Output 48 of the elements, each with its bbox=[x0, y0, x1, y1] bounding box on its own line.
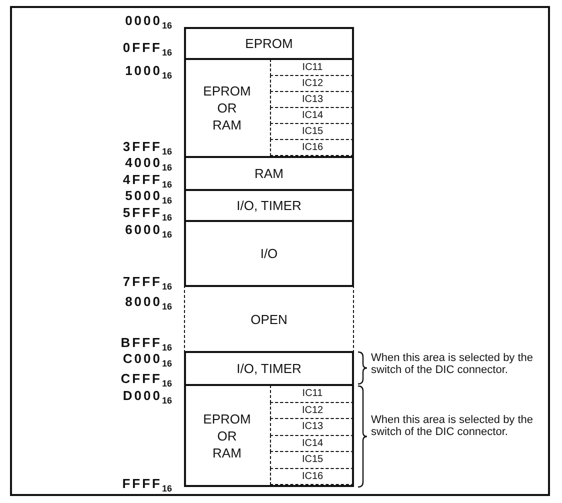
address-label: 5000$_{16}$ bbox=[124, 189, 172, 208]
address-label: 4000$_{16}$ bbox=[124, 156, 172, 175]
address-label: D000$_{16}$ bbox=[122, 389, 172, 408]
address-label: 3FFF$_{16}$ bbox=[122, 140, 172, 158]
chip-label: IC13 bbox=[302, 421, 324, 432]
chip-slot-cell bbox=[270, 468, 354, 485]
address-label: 5FFF$_{16}$ bbox=[122, 206, 172, 224]
region-label: I/O, TIMER bbox=[236, 361, 302, 376]
chip-label: IC12 bbox=[302, 404, 324, 416]
note-text: When this area is selected by the switch of the DIC connector. bbox=[371, 414, 534, 438]
region-label: EPROM OR RAM bbox=[202, 410, 252, 461]
region-label: RAM bbox=[254, 166, 284, 181]
memory-region bbox=[184, 351, 354, 386]
chip-label: IC15 bbox=[302, 126, 324, 137]
memory-region bbox=[184, 220, 354, 287]
address-label: 8000$_{16}$ bbox=[124, 295, 172, 314]
memory-region bbox=[184, 27, 354, 60]
address-label: 4FFF$_{16}$ bbox=[122, 173, 172, 190]
region-label: OPEN bbox=[250, 312, 288, 326]
memory-region bbox=[184, 384, 354, 487]
chip-label: IC11 bbox=[302, 62, 323, 73]
address-label: 7FFF$_{16}$ bbox=[122, 275, 172, 294]
chip-label: IC14 bbox=[302, 110, 324, 121]
chip-label: IC12 bbox=[302, 78, 324, 89]
address-label: 0000$_{16}$ bbox=[124, 14, 172, 33]
chip-slot-cell bbox=[270, 139, 354, 156]
memory-region bbox=[184, 58, 354, 158]
open-area bbox=[184, 285, 354, 353]
address-label: BFFF$_{16}$ bbox=[120, 336, 172, 354]
memory-region bbox=[184, 156, 354, 191]
chip-label: IC11 bbox=[302, 388, 323, 400]
note-text: When this area is selected by the switch of the DIC connector. bbox=[371, 352, 534, 376]
region-label: EPROM OR RAM bbox=[202, 82, 252, 134]
region-label: EPROM bbox=[245, 36, 293, 51]
region-label: I/O bbox=[260, 246, 278, 261]
address-label: 1000$_{16}$ bbox=[124, 64, 172, 83]
chip-label: IC14 bbox=[302, 438, 324, 449]
address-label: 0FFF$_{16}$ bbox=[122, 41, 172, 60]
address-label: CFFF$_{16}$ bbox=[120, 372, 172, 390]
address-label: C000$_{16}$ bbox=[122, 352, 172, 371]
chip-label: IC16 bbox=[302, 470, 324, 482]
chip-label: IC13 bbox=[302, 94, 324, 105]
address-label: FFFF$_{16}$ bbox=[121, 477, 172, 496]
chip-label: IC15 bbox=[302, 454, 324, 466]
region-label: I/O, TIMER bbox=[236, 198, 302, 213]
address-label: 6000$_{16}$ bbox=[124, 223, 172, 242]
chip-label: IC16 bbox=[302, 142, 324, 153]
memory-region bbox=[184, 189, 354, 222]
